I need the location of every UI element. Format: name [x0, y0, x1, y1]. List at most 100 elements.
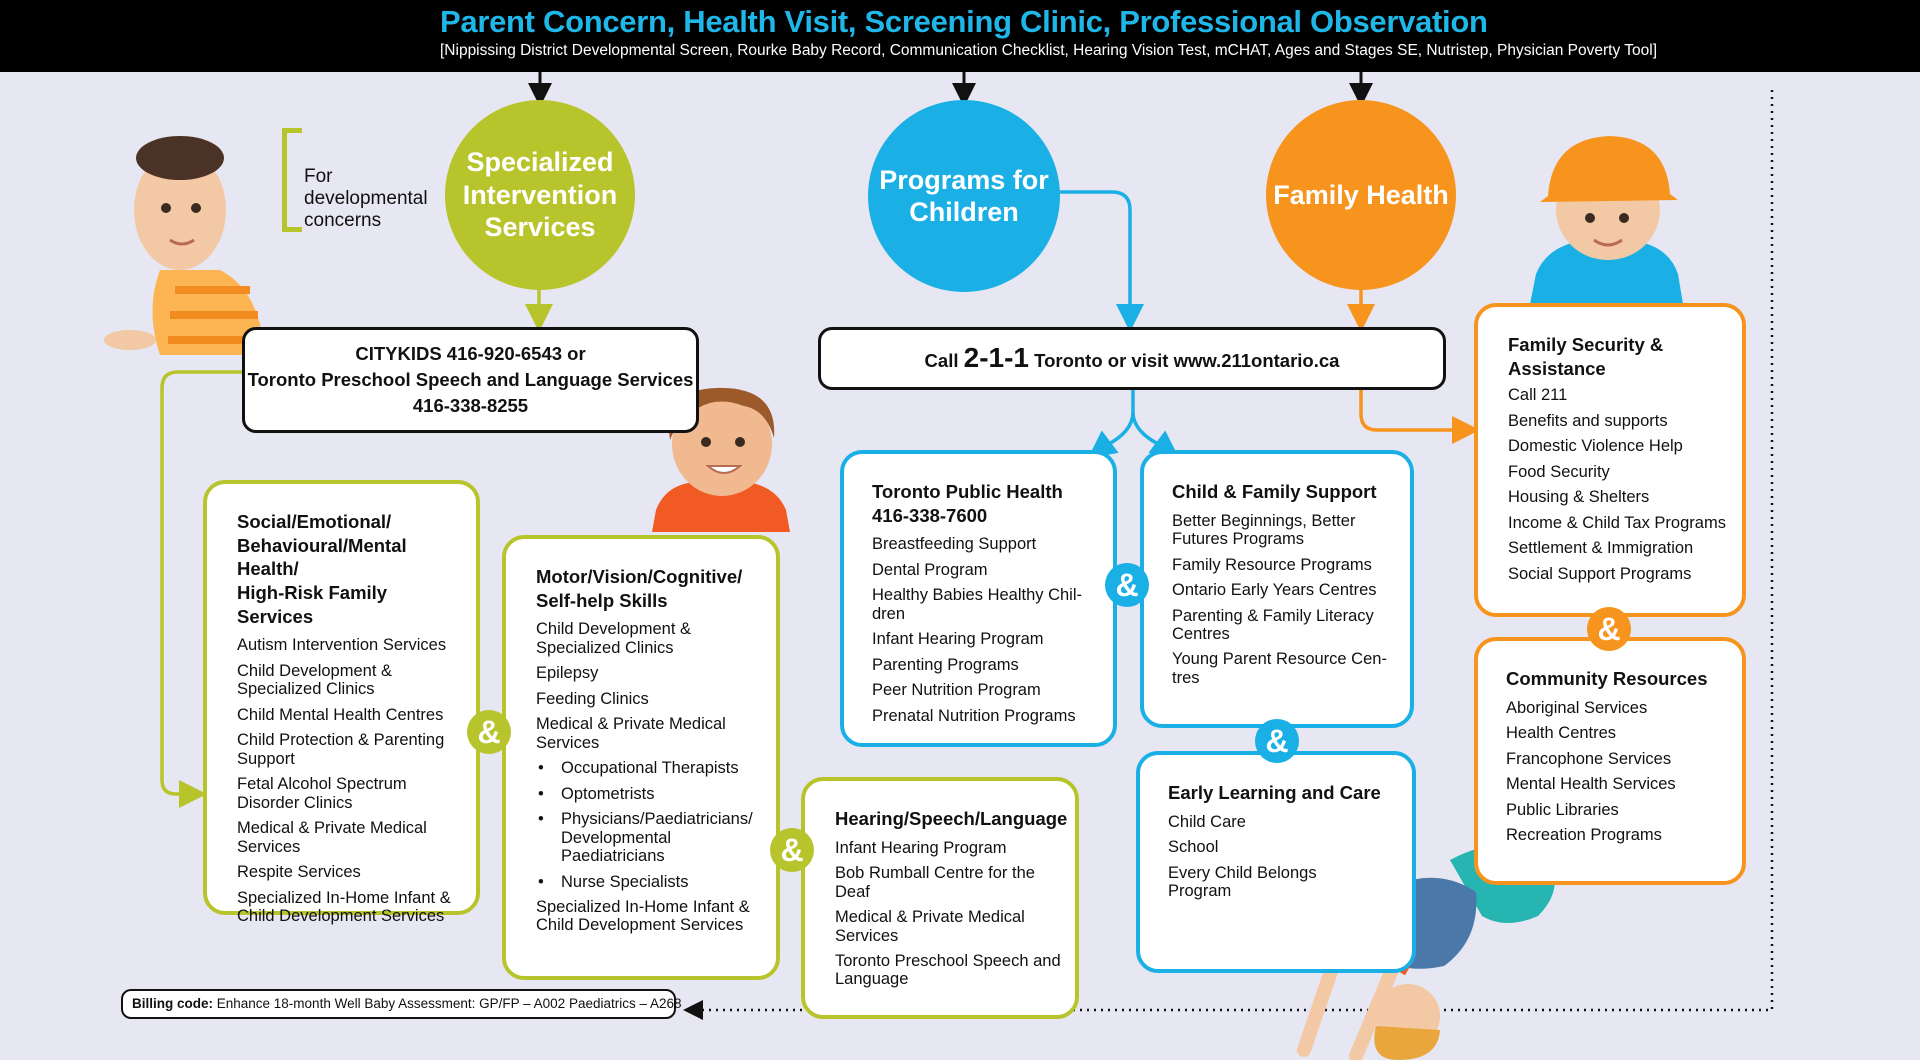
box-title: Motor/Vision/Cognitive/ Self-help Skills [536, 566, 743, 611]
list-item: Domestic Violence Help [1508, 437, 1683, 456]
family-security-box: Family Security & Assistance Call 211 Be… [1474, 303, 1746, 617]
ampersand-icon: & [1255, 719, 1299, 763]
box-title: Toronto Public Health 416-338-7600 [872, 481, 1063, 526]
early-learning-box: Early Learning and Care Child Care Schoo… [1136, 751, 1416, 973]
list-item: Specialized In-Home Infant & Child Devel… [536, 897, 750, 935]
toronto-public-health-box: Toronto Public Health 416-338-7600 Breas… [840, 450, 1117, 747]
list-item: Respite Services [237, 863, 361, 882]
green-arrow-citykids-to-social [160, 370, 242, 808]
family-health-circle: Family Health [1266, 100, 1456, 290]
ampersand-icon: & [1587, 607, 1631, 651]
list-item: School [1168, 838, 1219, 857]
list-item: Parenting & Family Literacy Centres [1172, 606, 1374, 644]
box-title: Social/Emotional/ Behavioural/Mental Hea… [237, 511, 407, 627]
list-item: Peer Nutrition Program [872, 681, 1041, 700]
list-item: Every Child Belongs Program [1168, 863, 1317, 901]
list-item: Child Mental Health Centres [237, 705, 444, 724]
list-item: Young Parent Resource Cen-tres [1172, 650, 1387, 687]
list-item: Public Libraries [1506, 800, 1619, 819]
box-title: Family Security & Assistance [1508, 334, 1664, 379]
list-item: Prenatal Nutrition Programs [872, 706, 1076, 725]
ampersand-icon: & [1105, 563, 1149, 607]
billing-code-note: Billing code: Enhance 18-month Well Baby… [121, 989, 682, 1019]
list-item: Parenting Programs [872, 655, 1019, 674]
list-item: Specialized In-Home Infant & Child Devel… [237, 888, 451, 925]
motor-vision-box: Motor/Vision/Cognitive/ Self-help Skills… [502, 535, 780, 980]
bracket [282, 128, 302, 232]
list-item: Income & Child Tax Programs [1508, 513, 1726, 532]
specialized-services-circle: Specialized Intervention Services [445, 100, 635, 290]
list-item: Family Resource Programs [1172, 555, 1372, 574]
header-bar: Parent Concern, Health Visit, Screening … [0, 0, 1920, 72]
citykids-line: CITYKIDS 416-920-6543 or [355, 342, 586, 364]
call211-prefix: Call [924, 350, 964, 371]
citykids-phone: 416-338-8255 [412, 395, 529, 417]
ampersand-icon: & [770, 828, 814, 872]
citykids-line: Toronto Preschool Speech and Language Se… [247, 368, 694, 390]
list-item: Feeding Clinics [536, 689, 649, 708]
list-item: Epilepsy [536, 664, 599, 683]
billing-label: Billing code: [132, 996, 213, 1011]
list-item: Medical & Private Medical Services [237, 819, 427, 856]
list-item: Health Centres [1506, 724, 1617, 743]
orange-arrow-to-fsa [1359, 390, 1480, 444]
hardhat-baby-photo [1530, 136, 1683, 304]
list-item: Settlement & Immigration [1508, 539, 1694, 558]
bullet-item: Physicians/Paediatricians/ Developmental… [536, 810, 764, 865]
list-item: Fetal Alcohol Spectrum Disorder Clinics [237, 775, 407, 812]
circle-label: Programs for Children [879, 164, 1049, 227]
list-item: Call 211 [1508, 386, 1568, 405]
box-title: Hearing/Speech/Language [835, 808, 1068, 829]
bullet-item: Nurse Specialists [536, 873, 764, 892]
bullet-item: Occupational Therapists [536, 759, 764, 778]
list-item: Benefits and supports [1508, 411, 1668, 430]
blue-arrow-to-tph [1087, 430, 1119, 459]
list-item: Francophone Services [1506, 749, 1672, 768]
programs-for-children-circle: Programs for Children [868, 100, 1060, 292]
call-211-box: Call 2-1-1 Toronto or visit www.211ontar… [818, 327, 1446, 390]
list-item: Food Security [1508, 462, 1610, 481]
list-item: Social Support Programs [1508, 564, 1692, 583]
list-item: Child Protection & Parenting Support [237, 731, 445, 768]
list-item: Infant Hearing Program [835, 838, 1007, 857]
ampersand-icon: & [467, 710, 511, 754]
list-item: Medical & Private Medical Services [536, 715, 726, 752]
list-item: Aboriginal Services [1506, 698, 1648, 717]
blue-arrow-to-cfs [1148, 430, 1180, 459]
baby-photo [104, 136, 265, 355]
circle-label: Specialized Intervention Services [462, 147, 618, 243]
list-item: Housing & Shelters [1508, 488, 1650, 507]
box-title: Community Resources [1506, 668, 1708, 689]
blue-arrow-call211-split [1104, 390, 1163, 448]
list-item: Medical & Private Medical Services [835, 908, 1025, 945]
box-title: Child & Family Support [1172, 481, 1377, 502]
list-item: Child Care [1168, 812, 1246, 831]
list-item: Autism Intervention Services [237, 636, 447, 655]
list-item: Bob Rumball Centre for the Deaf [835, 864, 1035, 901]
call211-number: 2-1-1 [963, 342, 1029, 373]
list-item: Better Beginnings, Better Futures Progra… [1172, 511, 1356, 549]
list-item: Recreation Programs [1506, 826, 1662, 845]
list-item: Mental Health Services [1506, 775, 1676, 794]
list-item: Child Development & Specialized Clinics [237, 661, 392, 699]
list-item: Ontario Early Years Centres [1172, 581, 1377, 600]
list-item: Toronto Preschool Speech and Language [835, 952, 1061, 989]
page-subtitle: [Nippissing District Developmental Scree… [440, 42, 1657, 59]
child-family-support-box: Child & Family Support Better Beginnings… [1140, 450, 1414, 728]
circle-label: Family Health [1273, 179, 1449, 210]
list-item: Child Development & Specialized Clinics [536, 620, 691, 657]
side-note: For developmental concerns [304, 166, 428, 232]
list-item: Infant Hearing Program [872, 630, 1044, 649]
social-emotional-box: Social/Emotional/ Behavioural/Mental Hea… [203, 480, 480, 925]
header-arrows [528, 72, 1373, 107]
hearing-speech-box: Hearing/Speech/Language Infant Hearing P… [801, 777, 1079, 1019]
community-resources-box: Community Resources Aboriginal Services … [1474, 637, 1746, 885]
billing-text: Enhance 18-month Well Baby Assessment: G… [213, 996, 682, 1011]
citykids-contact-box: CITYKIDS 416-920-6543 or Toronto Prescho… [242, 327, 699, 433]
box-title: Early Learning and Care [1168, 782, 1381, 803]
list-item: Dental Program [872, 560, 988, 579]
bullet-item: Optometrists [536, 785, 764, 804]
page-title: Parent Concern, Health Visit, Screening … [440, 4, 1488, 39]
list-item: Healthy Babies Healthy Chil-dren [872, 586, 1083, 623]
list-item: Breastfeeding Support [872, 535, 1037, 554]
